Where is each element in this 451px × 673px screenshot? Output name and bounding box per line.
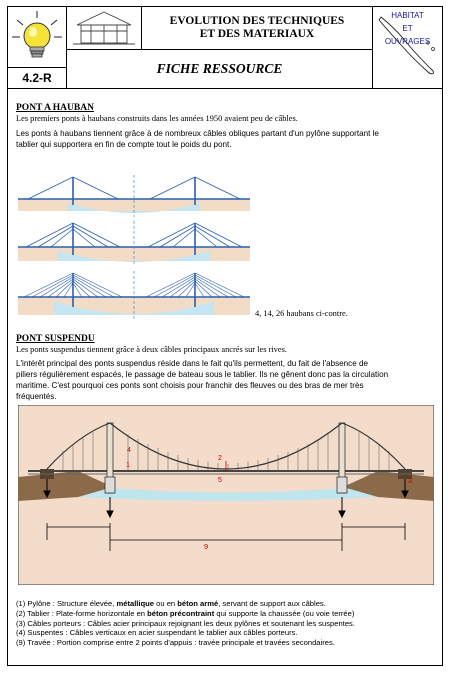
page-title: EVOLUTION DES TECHNIQUES ET DES MATERIAU… — [141, 6, 373, 50]
sheet-reference: 4.2-R — [7, 67, 67, 89]
suspension-bridge-diagram: 4 1 2 5 3 9 — [18, 405, 434, 585]
label-2: 2 — [218, 455, 222, 462]
new-caledonia-map-icon: HABITAT ET OUVRAGES — [372, 6, 443, 89]
suspendu-paragraph-2a: L'intérêt principal des ponts suspendus … — [16, 359, 368, 368]
legend-item-1: (1) Pylône : Structure élevée, métalliqu… — [16, 599, 326, 608]
suspendu-paragraph-1: Les ponts suspendus tiennent grâce à deu… — [16, 345, 287, 354]
label-5: 5 — [218, 477, 222, 484]
house-icon — [66, 6, 142, 50]
legend-item-2: (2) Tablier : Plate-forme horizontale en… — [16, 608, 355, 618]
hauban-paragraph-2a: Les ponts à haubans tiennent grâce à de … — [16, 129, 379, 138]
lightbulb-icon — [7, 6, 67, 68]
hauban-paragraph-1: Les premiers ponts à haubans construits … — [16, 114, 298, 123]
title-line-2: ET DES MATERIAUX — [199, 28, 315, 40]
label-3: 3 — [408, 478, 412, 485]
legend-item-4: (4) Suspentes : Câbles verticaux en acie… — [16, 628, 298, 638]
bridge-14-stays — [18, 221, 250, 265]
bridge-4-stays — [18, 175, 250, 217]
legend-item-3: (3) Câbles porteurs : Câbles acier princ… — [16, 618, 355, 628]
cable-stayed-bridges-illustration — [18, 175, 250, 319]
legend-item-9: (9) Travée : Portion comprise entre 2 po… — [16, 638, 335, 648]
label-9: 9 — [204, 542, 208, 551]
hauban-caption: 4, 14, 26 haubans ci-contre. — [255, 309, 348, 318]
hauban-paragraph-2b: tablier qui supportera en fin de compte … — [16, 140, 232, 149]
map-label-ouvrages: OUVRAGES — [384, 37, 431, 46]
label-1: 1 — [126, 462, 130, 469]
title-line-1: EVOLUTION DES TECHNIQUES — [169, 15, 345, 27]
section-title-suspendu: PONT SUSPENDU — [16, 334, 95, 344]
map-label-et: ET — [402, 24, 413, 33]
fiche-ressource-label: FICHE RESSOURCE — [66, 49, 373, 89]
section-title-hauban: PONT A HAUBAN — [16, 103, 94, 113]
bridge-26-stays — [18, 271, 250, 319]
suspendu-paragraph-2c: maritime. C'est pourquoi ces ponts sont … — [16, 381, 364, 390]
suspendu-paragraph-2d: fréquentés. — [16, 392, 57, 401]
suspendu-paragraph-2b: piliers régulièrement espacés, le passag… — [16, 370, 389, 379]
legend: (1) Pylône : Structure élevée, métalliqu… — [16, 599, 441, 648]
map-label-habitat: HABITAT — [391, 11, 424, 20]
label-4: 4 — [127, 447, 131, 454]
